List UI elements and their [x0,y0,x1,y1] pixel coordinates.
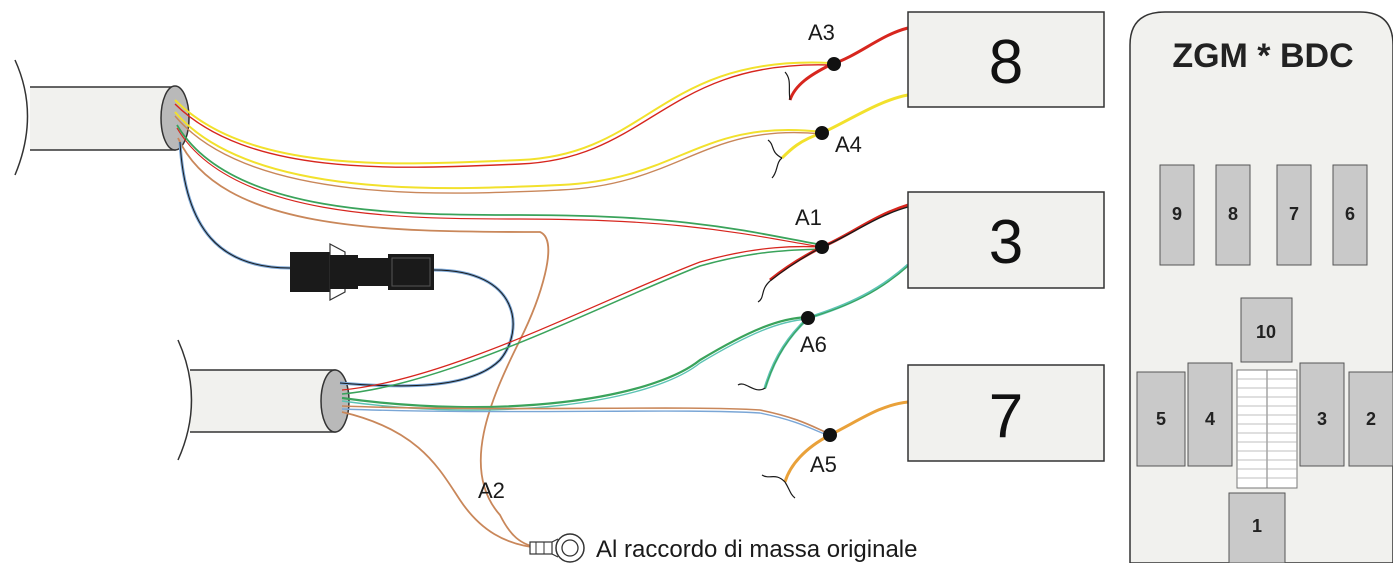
ground-caption: Al raccordo di massa originale [596,536,917,563]
connector-box-3: 3 [907,191,1105,289]
wire-to-a4-yellow [174,111,823,190]
inline-plug-connector [290,243,434,301]
slot-8: 8 [1228,204,1238,224]
splice-dot-a3 [827,57,841,71]
label-a4: A4 [835,132,862,157]
wire-to-a1-green [176,124,823,246]
wires-upper-cable [174,61,831,549]
slot-1: 1 [1252,516,1262,536]
slot-4: 4 [1205,409,1215,429]
slot-6: 6 [1345,204,1355,224]
splice-dot-a6 [801,311,815,325]
wire-blue-upper [178,141,291,270]
wire-to-a4-brown [174,115,823,194]
module-title: ZGM * BDC [1172,37,1353,75]
connector-box-7: 7 [907,364,1105,462]
slot-7: 7 [1289,204,1299,224]
zgm-bdc-module-panel: ZGM * BDC 9 8 7 6 10 [1129,11,1393,563]
wire-lower-to-a5-brown [341,405,831,435]
wire-lower-to-a6-teal [341,318,809,411]
wire-to-a3-red [174,64,831,168]
wire-a2-brown-upper [177,137,550,549]
label-a1: A1 [795,205,822,230]
wire-lower-to-a6-green [341,315,809,409]
connector-number-8: 8 [989,28,1023,97]
lower-cable [177,339,350,461]
label-a6: A6 [800,332,827,357]
slot-5: 5 [1156,409,1166,429]
label-a5: A5 [810,452,837,477]
fuse-grid [1236,369,1298,489]
label-a2: A2 [478,478,505,503]
wire-lower-to-a1-green [341,248,823,395]
slot-3: 3 [1317,409,1327,429]
wire-lower-to-a1-red [341,245,823,391]
ground-ring-terminal [529,533,585,563]
connector-box-8: 8 [907,11,1105,108]
wire-plug-to-lower-cable [339,268,515,388]
wire-lower-to-a5-blue [341,408,831,437]
splice-dot-a1 [815,240,829,254]
wires-lower-cable [341,245,831,549]
splice-dot-a4 [815,126,829,140]
wire-a2-brown-lower [341,411,541,549]
splice-labels: A3 A4 A1 A6 A5 A2 [478,20,862,503]
slot-9: 9 [1172,204,1182,224]
splice-leads [737,26,909,499]
wire-to-a3-yellow [174,61,831,165]
wire-black-upper [179,141,291,269]
wire-to-a1-red [176,127,823,248]
slot-2: 2 [1366,409,1376,429]
splice-points [801,57,841,442]
connector-number-7: 7 [989,382,1023,451]
connector-number-3: 3 [989,208,1023,277]
splice-dot-a5 [823,428,837,442]
upper-cable [14,59,190,176]
slot-10: 10 [1256,322,1276,342]
label-a3: A3 [808,20,835,45]
